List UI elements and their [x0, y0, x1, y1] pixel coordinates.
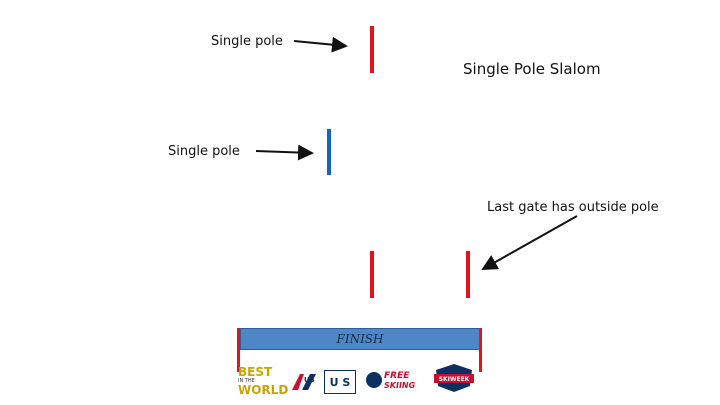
svg-text:US: US	[304, 376, 315, 384]
diagram-title: Single Pole Slalom	[463, 60, 601, 78]
last-gate-outside-pole	[466, 251, 470, 298]
free-skiing-emblem-icon	[366, 372, 382, 388]
free-skiing-logo: FREE SKIING	[366, 370, 416, 394]
last-gate-inside-pole	[370, 251, 374, 298]
top-pole-label: Single pole	[211, 34, 283, 49]
arrow-to-outside-pole	[481, 215, 578, 270]
mid-blue-pole	[327, 129, 331, 175]
finish-right-post	[479, 328, 482, 372]
us-ski-logo: US	[292, 374, 316, 390]
mid-pole-label: Single pole	[168, 144, 240, 159]
skiweek-badge-logo: SKIWEEK	[434, 364, 474, 392]
top-red-pole	[370, 26, 374, 73]
finish-text: FINISH	[336, 332, 384, 346]
last-gate-label: Last gate has outside pole	[487, 200, 659, 215]
arrow-to-top-pole	[293, 36, 348, 53]
us-ski-team-logo: U S	[324, 370, 356, 394]
finish-left-post	[237, 328, 240, 372]
best-in-the-world-logo: BEST IN THE WORLD	[238, 365, 289, 397]
svg-text:SKIWEEK: SKIWEEK	[439, 376, 470, 383]
finish-banner: FINISH	[240, 328, 480, 350]
arrow-to-mid-pole	[255, 144, 314, 161]
